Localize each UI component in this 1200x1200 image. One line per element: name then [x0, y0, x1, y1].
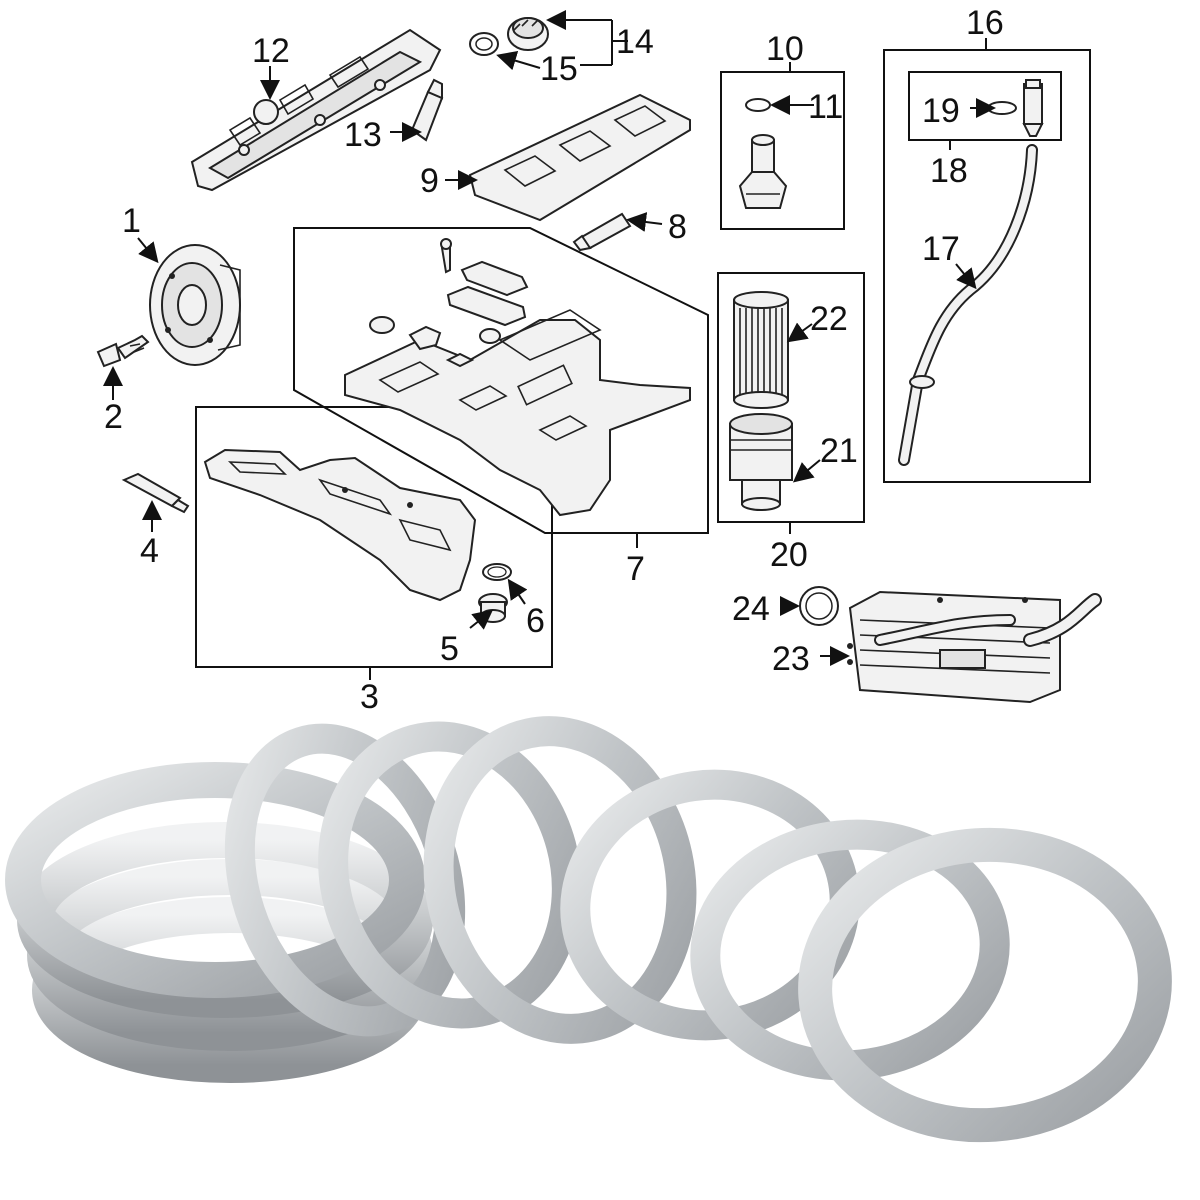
- aluminum-rings-photo: [5, 716, 1172, 1143]
- callout-14: 14: [616, 23, 654, 61]
- oil-filler-cap: [507, 17, 549, 51]
- ring-4: [423, 716, 697, 1044]
- crankshaft-pulley: [149, 244, 241, 366]
- callout-12: 12: [252, 32, 290, 70]
- callout-19: 19: [922, 92, 960, 130]
- filler-cap-seal-ring: [469, 32, 499, 56]
- callout-11: 11: [808, 88, 843, 126]
- callout-16: 16: [966, 4, 1004, 42]
- lower-oil-pan: [203, 448, 477, 602]
- oil-cooler: [847, 590, 1102, 704]
- head-cover-gasket-9: [468, 93, 691, 222]
- callout-9: 9: [420, 162, 439, 200]
- dipstick-tube: [898, 144, 1038, 466]
- group-box-10: [720, 71, 845, 230]
- callout-6: 6: [526, 602, 545, 640]
- callout-7: 7: [626, 550, 645, 588]
- callout-22: 22: [810, 300, 848, 338]
- leader-lines: [103, 10, 996, 680]
- callout-23: 23: [772, 640, 810, 678]
- callout-17: 17: [922, 230, 960, 268]
- callout-10: 10: [766, 30, 804, 68]
- callout-15: 15: [540, 50, 578, 88]
- sealant-tube-8: [572, 212, 632, 252]
- callout-4: 4: [140, 532, 159, 570]
- group-box-18: [908, 71, 1062, 141]
- pulley-bolt: [96, 334, 150, 368]
- callout-5: 5: [440, 630, 459, 668]
- dipstick-plug: [987, 79, 1044, 137]
- ring-3: [318, 721, 582, 1029]
- ring-7: [798, 827, 1172, 1143]
- callout-18: 18: [930, 152, 968, 190]
- callout-8: 8: [668, 208, 687, 246]
- oil-filter-cap: [729, 413, 793, 511]
- upper-oil-pan: [344, 309, 691, 517]
- callout-13: 13: [344, 116, 382, 154]
- oil-filter-element: [733, 291, 789, 409]
- callout-20: 20: [770, 536, 808, 574]
- valve-cover-part: [190, 28, 442, 192]
- oil-level-sensor: [738, 98, 788, 209]
- callout-21: 21: [820, 432, 858, 470]
- callout-24: 24: [732, 590, 770, 628]
- callout-2: 2: [104, 398, 123, 436]
- callout-labels: 1 2 3 4 5 6 7 8 9 10 11 12 13 14 15 16 1…: [104, 4, 1004, 716]
- callout-3: 3: [360, 678, 379, 716]
- gaskets-7: [369, 238, 529, 368]
- sealant-tube-4: [121, 472, 190, 514]
- group-box-7: [293, 227, 709, 534]
- drain-plug-ring: [482, 563, 512, 581]
- callout-1: 1: [122, 202, 141, 240]
- oil-cooler-seal-ring: [799, 586, 839, 626]
